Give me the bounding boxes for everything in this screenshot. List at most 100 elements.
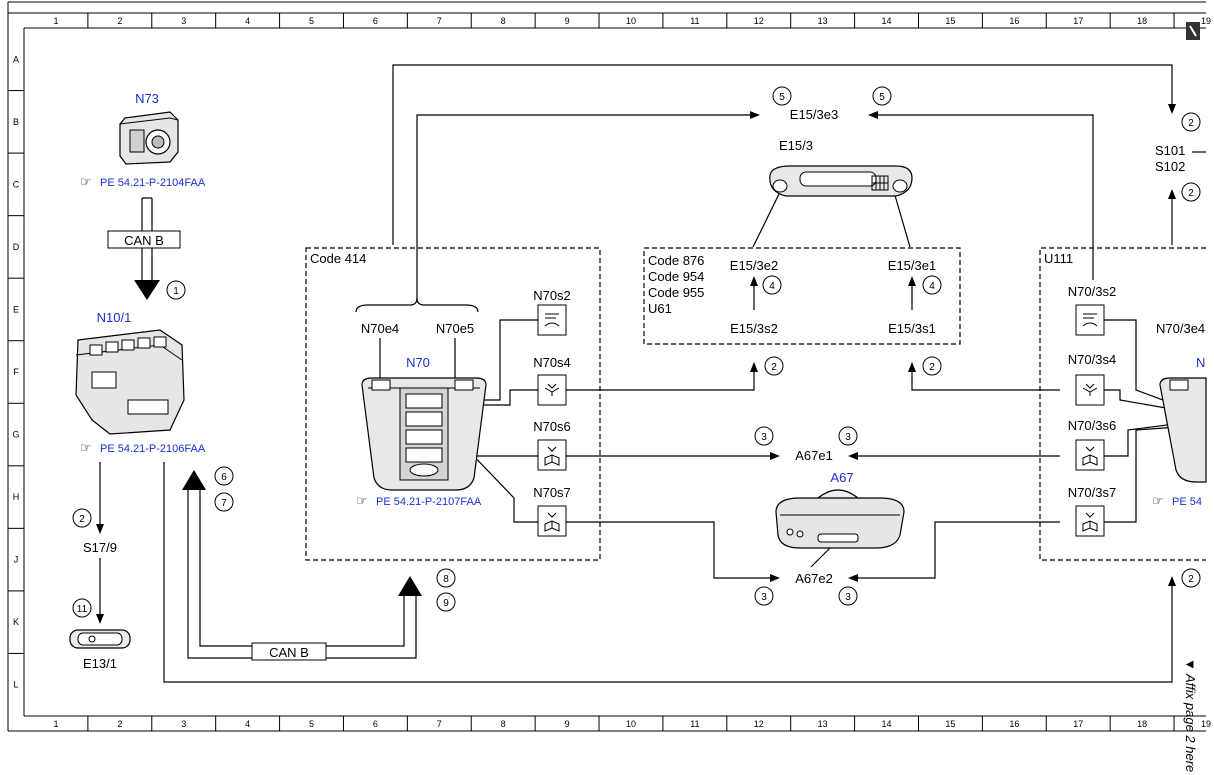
- grid-column-label: 3: [181, 16, 186, 26]
- grid-column-label: 1: [53, 16, 58, 26]
- grid-column-label: 18: [1137, 719, 1147, 729]
- marker-2-bottom-right: 2: [1188, 574, 1194, 585]
- reading-light-right-icon-right: [1082, 512, 1098, 532]
- circle-markers: 1 5 5 2 2 4 4 2 2 3 3 3 3 6 7 2 11 8: [72, 86, 1201, 618]
- diagram-frame: [7, 1, 1206, 732]
- grid-column-label: 15: [945, 719, 955, 729]
- grid-column-label: 12: [754, 719, 764, 729]
- n70s7-label: N70s7: [533, 485, 571, 500]
- u111-box: [1039, 247, 1206, 561]
- n70e4-label: N70e4: [361, 321, 399, 336]
- can-b-label-box-bottom: [251, 642, 327, 661]
- code-876-box: [643, 247, 961, 345]
- code-955-label: Code 955: [648, 285, 704, 300]
- ref-icon-n73: ☞: [80, 174, 92, 189]
- e15-3e2-label: E15/3e2: [730, 258, 778, 273]
- reading-light-left-icon: [544, 446, 560, 466]
- code-414-label: Code 414: [310, 251, 366, 266]
- n70-3s2-label: N70/3s2: [1068, 284, 1116, 299]
- a67-mirror-icon: [775, 489, 905, 549]
- n70-3e4-label: N70/3e4: [1156, 321, 1205, 336]
- n70-3s2-switch: [1075, 304, 1105, 336]
- grid-column-label: 13: [818, 16, 828, 26]
- code-414-box: [305, 247, 601, 561]
- n70-3s4-label: N70/3s4: [1068, 352, 1116, 367]
- grid-column-label: 13: [818, 719, 828, 729]
- n70-3s4-switch: [1075, 374, 1105, 406]
- n70s4-label: N70s4: [533, 355, 571, 370]
- grid-row-label: L: [13, 680, 18, 690]
- n73-label: N73: [135, 91, 159, 106]
- n70s2-label: N70s2: [533, 288, 571, 303]
- marker-3-a67e1-right: 3: [845, 432, 851, 443]
- affix-page-note: ▼ Affix page 2 here ▼: [1183, 658, 1198, 775]
- marker-2-right: 2: [929, 362, 935, 373]
- grid-column-label: 5: [309, 719, 314, 729]
- marker-11: 11: [77, 604, 88, 615]
- marker-2-s102: 2: [1188, 188, 1194, 199]
- marker-3-a67e1-left: 3: [761, 432, 767, 443]
- grid-row-label: B: [13, 117, 19, 127]
- code-876-label: Code 876: [648, 253, 704, 268]
- marker-7: 7: [221, 498, 227, 509]
- grid-column-label: 19: [1201, 719, 1211, 729]
- can-b-label-box-top: [107, 230, 181, 249]
- marker-3-a67e2-right: 3: [845, 592, 851, 603]
- ref-icon-n10-1: ☞: [80, 440, 92, 455]
- grid-row-label: J: [14, 555, 19, 565]
- interior-light-icon: [544, 383, 560, 396]
- marker-8: 8: [443, 574, 449, 585]
- a67e1-label: A67e1: [795, 448, 833, 463]
- grid-column-label: 14: [882, 16, 892, 26]
- can-bus-arrow-n73: [134, 197, 160, 300]
- grid-column-label: 10: [626, 16, 636, 26]
- n73-reference[interactable]: PE 54.21-P-2104FAA: [100, 177, 206, 189]
- grid-column-label: 17: [1073, 16, 1083, 26]
- n10-1-reference[interactable]: PE 54.21-P-2106FAA: [100, 443, 206, 455]
- grid-column-label: 17: [1073, 719, 1083, 729]
- grid-row-label: G: [12, 430, 19, 440]
- u61-label: U61: [648, 301, 672, 316]
- marker-5-left: 5: [779, 92, 785, 103]
- marker-5-right: 5: [879, 92, 885, 103]
- e15-3s1-label: E15/3s1: [888, 321, 936, 336]
- marker-2-s17-9: 2: [79, 514, 85, 525]
- n70-reference[interactable]: PE 54.21-P-2107FAA: [376, 496, 482, 508]
- sliding-roof-icon: [544, 313, 560, 327]
- can-b-label-bottom: CAN B: [269, 645, 309, 660]
- n70s6-label: N70s6: [533, 419, 571, 434]
- n10-1-label: N10/1: [97, 310, 132, 325]
- sliding-roof-icon-right: [1082, 313, 1098, 327]
- marker-6: 6: [221, 472, 227, 483]
- marker-4-left: 4: [769, 281, 775, 292]
- n70-3s7-label: N70/3s7: [1068, 485, 1116, 500]
- marker-2-s101: 2: [1188, 118, 1194, 129]
- grid-column-label: 7: [437, 719, 442, 729]
- grid-column-label: 18: [1137, 16, 1147, 26]
- grid-column-label: 4: [245, 16, 250, 26]
- grid-row-label: K: [13, 617, 19, 627]
- grid-column-label: 16: [1009, 719, 1019, 729]
- e15-3s2-label: E15/3s2: [730, 321, 778, 336]
- grid-column-label: 9: [565, 719, 570, 729]
- right-reference[interactable]: PE 54: [1172, 496, 1202, 508]
- grid-row-label: E: [13, 304, 19, 314]
- s17-9-label: S17/9: [83, 540, 117, 555]
- grid-row-label: D: [13, 242, 20, 252]
- reading-light-right-icon: [544, 512, 560, 532]
- grid-column-label: 19: [1201, 16, 1211, 26]
- reading-light-left-icon-right: [1082, 446, 1098, 466]
- grid-column-label: 9: [565, 16, 570, 26]
- grid-column-label: 3: [181, 719, 186, 729]
- code-954-label: Code 954: [648, 269, 704, 284]
- grid-row-label: F: [13, 367, 19, 377]
- n-cut-label: N: [1196, 355, 1205, 370]
- grid-column-label: 16: [1009, 16, 1019, 26]
- interior-light-icon-right: [1082, 383, 1098, 396]
- e15-3e3-label: E15/3e3: [790, 107, 838, 122]
- can-b-label-top: CAN B: [124, 233, 164, 248]
